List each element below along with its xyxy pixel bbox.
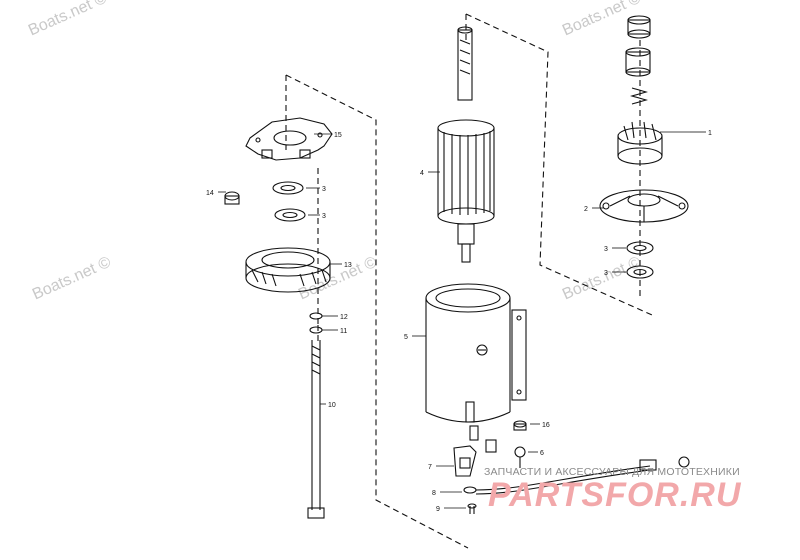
washer xyxy=(309,326,323,334)
callout-3: 3 xyxy=(604,270,608,277)
terminal-assembly xyxy=(453,425,497,477)
callout-labels: 1 2 3 3 3 3 4 5 6 7 8 9 10 11 12 13 14 1… xyxy=(206,130,712,513)
bushing xyxy=(224,191,240,205)
drive-spring xyxy=(629,87,649,105)
drive-end-cap xyxy=(599,189,689,223)
callout-15: 15 xyxy=(334,132,342,139)
thrust-washer-left-upper xyxy=(272,181,304,195)
terminal-nut xyxy=(513,420,527,431)
callout-1: 1 xyxy=(708,130,712,137)
pinion-gear xyxy=(617,121,663,165)
callout-12: 12 xyxy=(340,314,348,321)
ru-caption-watermark: ЗАПЧАСТИ И АКСЕССУАРЫ ДЛЯ МОТОТЕХНИКИ xyxy=(484,466,740,478)
callout-2: 2 xyxy=(584,206,588,213)
thrust-washer-right-lower xyxy=(626,265,654,279)
callout-10: 10 xyxy=(328,402,336,409)
screw xyxy=(467,503,477,514)
callout-3: 3 xyxy=(322,186,326,193)
callout-7: 7 xyxy=(428,464,432,471)
callout-leaders xyxy=(218,131,706,509)
lockwasher xyxy=(309,312,323,320)
callout-11: 11 xyxy=(340,328,347,335)
drive-nut xyxy=(627,15,651,39)
brush-plate xyxy=(245,117,333,161)
callout-6: 6 xyxy=(540,450,544,457)
callout-3: 3 xyxy=(322,213,326,220)
callout-16: 16 xyxy=(542,422,550,429)
field-frame xyxy=(425,283,527,423)
terminal-screw xyxy=(514,446,526,468)
through-bolt xyxy=(307,340,325,519)
thrust-washer-left-lower xyxy=(274,208,306,222)
callout-14: 14 xyxy=(206,190,214,197)
callout-9: 9 xyxy=(436,506,440,513)
callout-3: 3 xyxy=(604,246,608,253)
guide-lines xyxy=(285,13,653,549)
drive-stop xyxy=(625,47,651,77)
callout-8: 8 xyxy=(432,490,436,497)
brand-logo: PARTSFOR.RU xyxy=(488,476,742,514)
armature xyxy=(437,26,495,263)
lead-wire xyxy=(463,456,690,495)
callout-4: 4 xyxy=(420,170,424,177)
thrust-washer-right-upper xyxy=(626,241,654,255)
callout-5: 5 xyxy=(404,334,408,341)
callout-13: 13 xyxy=(344,262,352,269)
commutator-end-cap xyxy=(245,247,331,293)
